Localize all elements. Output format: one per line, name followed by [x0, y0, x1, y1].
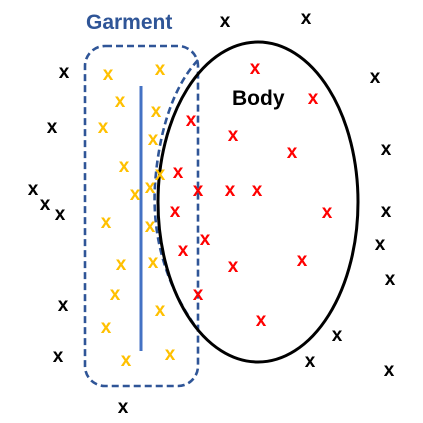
outside-marker: x: [53, 346, 64, 367]
body-marker: x: [193, 284, 204, 305]
garment-marker: x: [155, 59, 166, 80]
garment-marker: x: [145, 216, 156, 237]
body-marker: x: [225, 180, 236, 201]
garment-marker: x: [101, 212, 112, 233]
garment-marker: x: [116, 254, 127, 275]
body-marker: x: [322, 202, 333, 223]
garment-marker: x: [121, 350, 132, 371]
outside-marker: x: [59, 62, 70, 83]
outside-marker: x: [58, 295, 69, 316]
garment-marker: x: [148, 252, 159, 273]
body-marker: x: [193, 180, 204, 201]
body-marker: x: [308, 88, 319, 109]
outside-marker: x: [220, 11, 231, 32]
outside-marker: x: [47, 117, 58, 138]
body-marker: x: [178, 240, 189, 261]
outside-marker: x: [118, 397, 129, 418]
body-marker: x: [252, 180, 263, 201]
body-marker: x: [256, 310, 267, 331]
outside-marker: x: [332, 325, 343, 346]
outside-marker: x: [55, 204, 66, 225]
outside-marker: x: [305, 351, 316, 372]
garment-marker: x: [148, 129, 159, 150]
outside-marker: x: [28, 179, 39, 200]
outside-marker: x: [301, 8, 312, 29]
garment-inner-boundary: [153, 59, 200, 331]
body-boundary: [156, 40, 360, 364]
outside-marker: x: [40, 194, 51, 215]
body-marker: x: [173, 162, 184, 183]
garment-marker: x: [103, 64, 114, 85]
garment-marker: x: [110, 284, 121, 305]
garment-marker: x: [165, 344, 176, 365]
outside-marker: x: [385, 269, 396, 290]
garment-marker: x: [151, 101, 162, 122]
outside-marker: x: [381, 201, 392, 222]
garment-marker: x: [119, 156, 130, 177]
body-marker: x: [200, 229, 211, 250]
body-marker: x: [228, 125, 239, 146]
garment-label: Garment: [86, 11, 172, 34]
body-marker: x: [287, 142, 298, 163]
body-marker: x: [170, 201, 181, 222]
body-marker: x: [186, 110, 197, 131]
garment-marker: x: [101, 317, 112, 338]
outside-marker: x: [370, 67, 381, 88]
body-marker: x: [228, 256, 239, 277]
body-marker: x: [297, 250, 308, 271]
garment-marker: x: [145, 177, 156, 198]
garment-marker: x: [115, 91, 126, 112]
garment-boundary: [83, 44, 200, 388]
body-marker: x: [250, 58, 261, 79]
garment-marker: x: [155, 164, 166, 185]
garment-marker: x: [130, 184, 141, 205]
outside-marker: x: [384, 360, 395, 381]
garment-marker: x: [155, 300, 166, 321]
garment-marker: x: [98, 117, 109, 138]
outside-marker: x: [375, 234, 386, 255]
body-label: Body: [232, 87, 285, 110]
outside-marker: x: [381, 139, 392, 160]
